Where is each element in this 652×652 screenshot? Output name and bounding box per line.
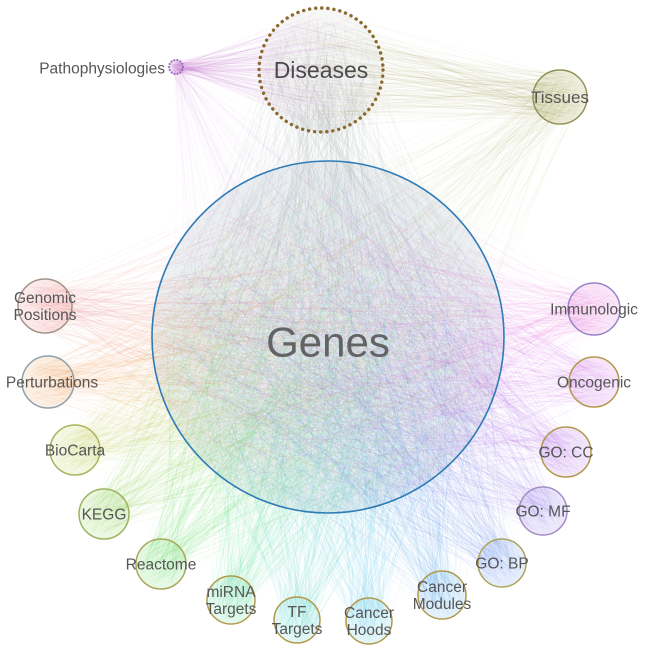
label-immunologic: Immunologic: [550, 301, 638, 318]
node-fill-go_mf: [519, 487, 567, 535]
node-reactome[interactable]: [135, 538, 187, 590]
node-fill-oncogenic: [569, 357, 619, 407]
edge-bundle-tissues-genes: [172, 73, 582, 492]
edge-bundle-go_mf-genes: [163, 171, 565, 533]
label-layer: Genes Diseases PathophysiologiesTissuesGen…: [6, 57, 638, 639]
node-outline-layer: [17, 6, 621, 645]
node-perturbations[interactable]: [21, 355, 75, 409]
node-fill-cancer_modules: [418, 571, 466, 619]
edge-bundle-go_cc-genes: [160, 171, 588, 502]
node-go_bp[interactable]: [477, 538, 527, 588]
node-kegg[interactable]: [78, 488, 130, 540]
label-go_mf: GO: MF: [515, 503, 570, 520]
node-cancer_hoods[interactable]: [345, 597, 393, 645]
node-fill-tissues: [533, 70, 587, 124]
label-kegg: KEGG: [82, 506, 127, 523]
node-go_cc[interactable]: [540, 426, 592, 478]
edge-bundle-cancer_hoods-genes: [165, 172, 485, 641]
node-fill-perturbations: [22, 356, 74, 408]
node-fill-genomic_positions: [18, 279, 72, 333]
node-fill-genes: [152, 161, 504, 513]
node-fill-diseases: [259, 8, 383, 132]
label-go_cc: GO: CC: [538, 444, 593, 461]
node-fill-immunologic: [568, 283, 620, 335]
node-fill-go_bp: [478, 539, 526, 587]
edge-bundle-mirna_targets-genes: [175, 168, 489, 621]
label-pathophysiologies: Pathophysiologies: [39, 60, 165, 77]
label-diseases: Diseases: [274, 57, 369, 83]
node-oncogenic[interactable]: [568, 356, 620, 408]
node-cancer_modules[interactable]: [417, 570, 467, 620]
edge-bundle-reactome-genes: [139, 168, 494, 585]
edge-bundle-go_bp-genes: [158, 166, 523, 584]
node-fill-mirna_targets: [207, 576, 255, 624]
node-fill-pathophysiologies: [169, 60, 183, 74]
node-fill-go_cc: [541, 427, 591, 477]
label-go_bp: GO: BP: [475, 555, 528, 572]
label-perturbations: Perturbations: [6, 374, 98, 391]
node-pathophysiologies[interactable]: [167, 58, 185, 76]
node-fill-biocarta: [50, 425, 100, 475]
node-immunologic[interactable]: [567, 282, 621, 336]
node-genes[interactable]: [151, 160, 505, 514]
node-fill-reactome: [136, 539, 186, 589]
node-mirna_targets[interactable]: [206, 575, 256, 625]
label-biocarta: BioCarta: [45, 442, 106, 459]
edge-bundle-pathophysiologies-genes: [170, 61, 482, 496]
node-fill-kegg: [79, 489, 129, 539]
edge-bundle-genomic_positions-genes: [21, 177, 493, 506]
node-biocarta[interactable]: [49, 424, 101, 476]
edge-bundle-tf_targets-genes: [160, 170, 495, 641]
node-genomic_positions[interactable]: [17, 278, 73, 334]
edge-bundle-biocarta-genes: [54, 180, 495, 507]
edge-bundle-immunologic-genes: [172, 177, 616, 499]
node-fill-tf_targets: [274, 597, 320, 643]
node-tf_targets[interactable]: [273, 596, 321, 644]
node-tissues[interactable]: [532, 69, 588, 125]
edge-bundle-kegg-genes: [81, 171, 491, 535]
edge-bundle-oncogenic-genes: [164, 173, 616, 503]
node-fill-cancer_hoods: [346, 598, 392, 644]
node-diseases[interactable]: [257, 6, 385, 134]
label-reactome: Reactome: [126, 556, 197, 573]
label-oncogenic: Oncogenic: [557, 374, 631, 391]
node-fill-layer: [18, 8, 620, 644]
edge-bundle-perturbations-genes: [29, 178, 493, 507]
node-go_mf[interactable]: [518, 486, 568, 536]
label-tissues: Tissues: [531, 88, 589, 107]
edge-bundle-cancer_modules-genes: [159, 183, 497, 616]
label-genes: Genes: [266, 319, 390, 366]
